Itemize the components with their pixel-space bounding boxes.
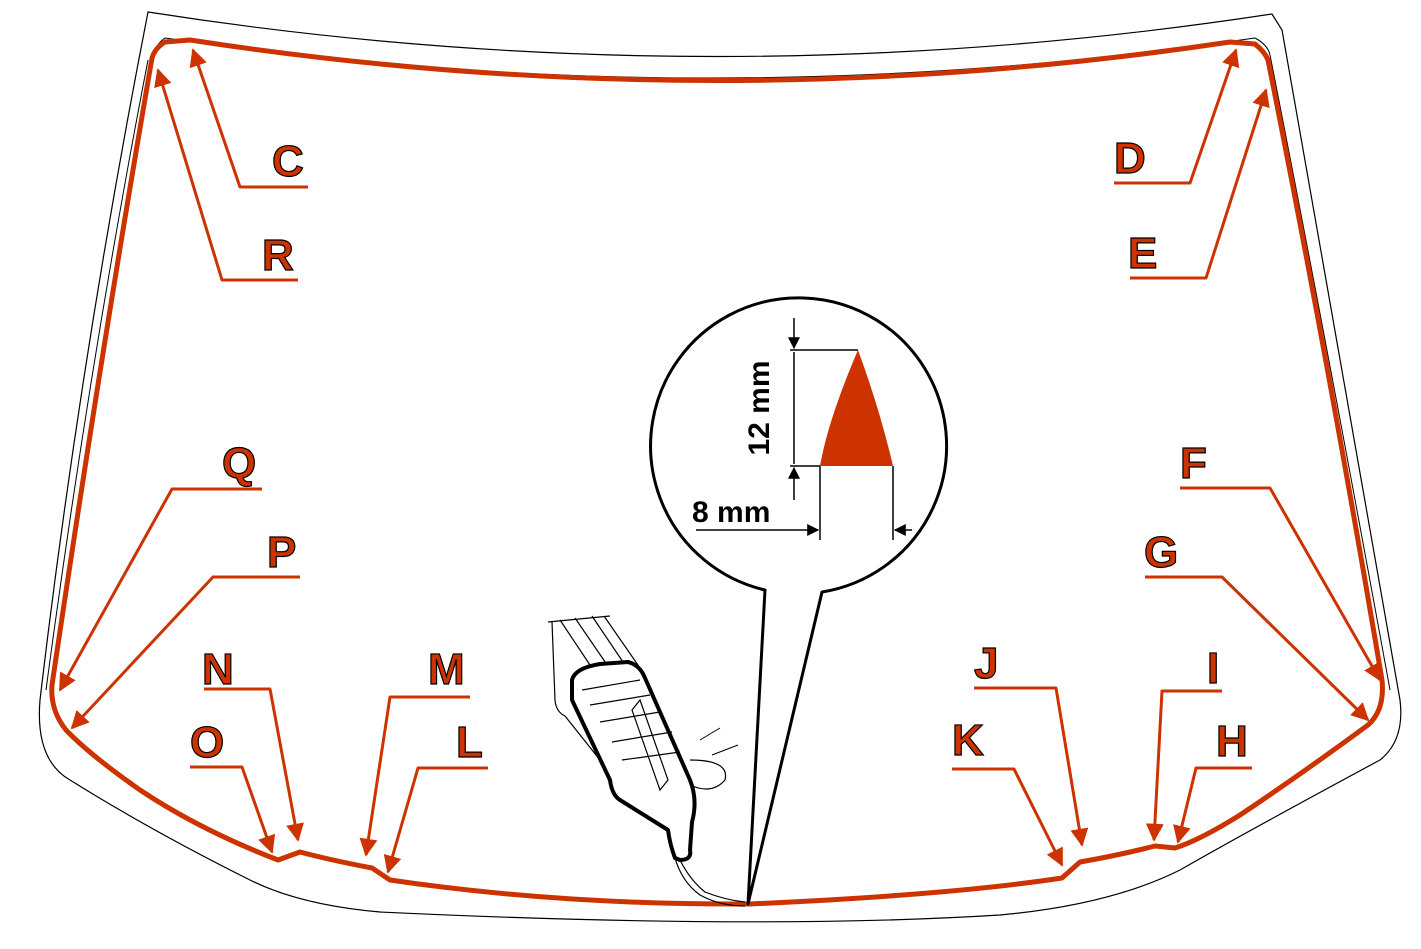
arrow-F — [1180, 486, 1382, 682]
callout-C: C — [272, 137, 304, 186]
callout-G: G — [1144, 528, 1178, 577]
arrow-R — [154, 68, 298, 282]
callout-O: O — [190, 718, 224, 767]
callout-I: I — [1207, 644, 1219, 693]
arrow-M — [359, 695, 470, 857]
callout-K: K — [952, 716, 984, 765]
width-dimension: 8 mm — [692, 466, 912, 540]
callout-F: F — [1180, 439, 1207, 488]
callout-N: N — [202, 645, 234, 694]
callout-R: R — [262, 231, 294, 280]
height-dimension: 12 mm — [743, 318, 858, 500]
callout-J: J — [974, 639, 998, 688]
callout-E: E — [1128, 229, 1157, 278]
arrow-J — [974, 686, 1089, 847]
applicator-gun-icon — [547, 615, 746, 907]
arrow-C — [189, 48, 308, 189]
arrow-Q — [58, 487, 262, 692]
arrow-D — [1114, 48, 1240, 185]
arrow-O — [190, 765, 276, 854]
arrow-E — [1130, 88, 1270, 280]
callout-arrows — [58, 48, 1382, 874]
callout-P: P — [267, 528, 296, 577]
arrow-P — [70, 575, 300, 730]
callout-labels: C R D E Q P F G N O M L J K I H — [189, 133, 1248, 767]
arrow-L — [383, 766, 488, 874]
arrow-N — [204, 687, 304, 842]
height-label: 12 mm — [743, 360, 776, 455]
arrow-G — [1145, 575, 1370, 722]
width-label: 8 mm — [692, 496, 770, 529]
callout-Q: Q — [222, 439, 256, 488]
arrow-K — [952, 767, 1064, 867]
glass-outer-edge — [38, 11, 1402, 923]
arrow-I — [1145, 689, 1222, 842]
callout-H: H — [1216, 717, 1248, 766]
adhesive-bead — [49, 37, 1385, 907]
callout-L: L — [456, 718, 483, 767]
callout-M: M — [428, 645, 465, 694]
callout-D: D — [1114, 134, 1146, 183]
bead-profile — [820, 350, 893, 466]
glass-inner-edge-left — [45, 59, 149, 691]
arrow-H — [1173, 766, 1252, 844]
